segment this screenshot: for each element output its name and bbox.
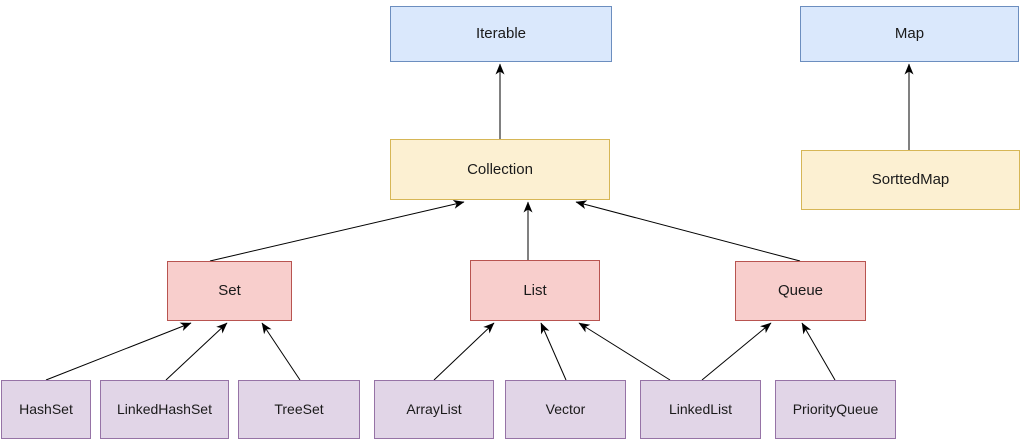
edge-hashset-to-set (45, 322, 192, 381)
node-label: Map (894, 25, 925, 42)
node-label: TreeSet (274, 401, 324, 418)
edge-set-to-collection (209, 199, 465, 262)
edge-treeset-to-set (261, 322, 301, 381)
node-label: SorttedMap (871, 171, 950, 188)
node-label: Iterable (475, 25, 527, 42)
edge-linkedlist-to-list (578, 322, 671, 381)
node-priorityqueue: PriorityQueue (775, 380, 896, 439)
node-collection: Collection (390, 139, 610, 200)
node-vector: Vector (505, 380, 626, 439)
node-map: Map (800, 6, 1019, 62)
node-queue: Queue (735, 261, 866, 321)
node-treeset: TreeSet (238, 380, 360, 439)
node-hashset: HashSet (1, 380, 91, 439)
edge-linkedhashset-to-set (165, 322, 228, 381)
node-linkedhashset: LinkedHashSet (100, 380, 229, 439)
node-linkedlist: LinkedList (640, 380, 761, 439)
node-label: Set (218, 282, 241, 299)
node-label: LinkedList (668, 401, 733, 418)
node-label: ArrayList (406, 401, 462, 418)
node-label: Collection (467, 160, 533, 178)
node-list: List (470, 260, 600, 321)
node-label: List (523, 281, 547, 299)
edge-arraylist-to-list (433, 322, 495, 381)
node-label: HashSet (19, 401, 73, 418)
edge-queue-to-collection (575, 200, 801, 262)
edge-priorityqueue-to-queue (801, 322, 836, 381)
node-arraylist: ArrayList (374, 380, 494, 439)
node-label: Queue (777, 282, 824, 299)
node-sorttedmap: SorttedMap (801, 150, 1020, 210)
node-set: Set (167, 261, 292, 321)
edge-vector-to-list (540, 322, 567, 381)
node-label: Vector (545, 401, 586, 418)
edge-linkedlist-to-queue (701, 322, 772, 381)
node-label: LinkedHashSet (117, 401, 212, 418)
node-label: PriorityQueue (792, 401, 879, 418)
node-iterable: Iterable (390, 6, 612, 62)
